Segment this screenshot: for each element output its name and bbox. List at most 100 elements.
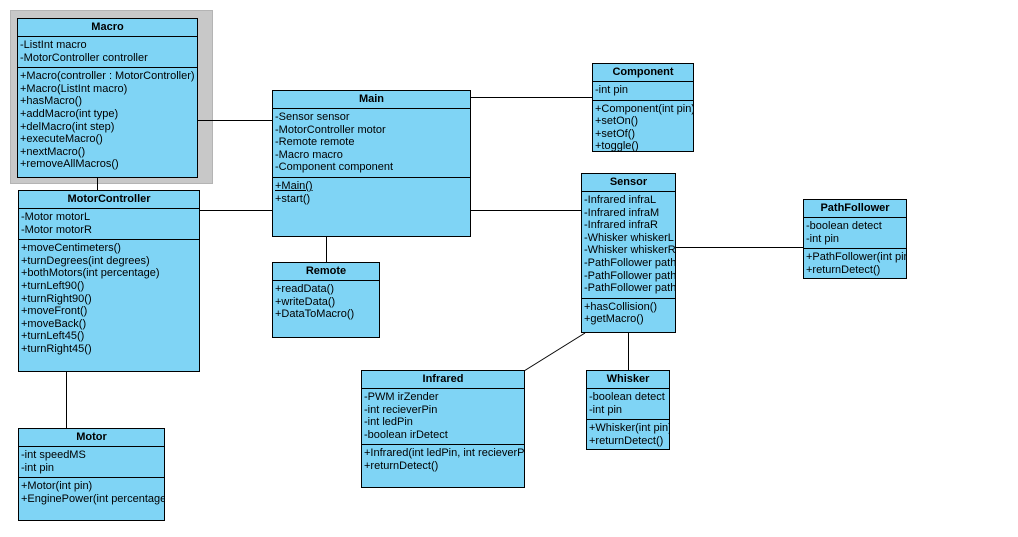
operation-row: +Component(int pin) [595, 102, 693, 115]
attributes-compartment: -int pin [593, 82, 693, 101]
operation-row: +PathFollower(int pin) [806, 251, 906, 264]
operation-row: +Macro(controller : MotorController) [20, 70, 195, 83]
attribute-row: -PathFollower pathL [584, 256, 675, 269]
attribute-row: -int ledPin [364, 416, 413, 429]
connector-main-sensor [471, 210, 581, 211]
attribute-row: -PathFollower pathR [584, 282, 675, 295]
attributes-compartment: -Motor motorL -Motor motorR [19, 209, 199, 241]
uml-class-main[interactable]: Main -Sensor sensor -MotorController mot… [272, 90, 471, 237]
operation-row: +start() [275, 192, 311, 205]
operation-row-static: +Main() [275, 179, 313, 192]
class-title: Main [273, 91, 470, 109]
operation-row: +moveCentimeters() [21, 242, 121, 255]
attribute-row: -Motor motorR [21, 223, 92, 236]
operation-row: +hasCollision() [584, 300, 658, 313]
attributes-compartment: -boolean detect -int pin [804, 218, 906, 250]
attribute-row: -Infrared infraR [584, 219, 658, 232]
operation-row: +turnLeft45() [21, 330, 85, 343]
operation-row: +DataToMacro() [275, 308, 355, 321]
attribute-row: -Infrared infraM [584, 206, 660, 219]
class-title: MotorController [19, 191, 199, 209]
operation-row: +turnRight45() [21, 342, 92, 355]
connector-main-component [471, 97, 592, 98]
attribute-row: -Sensor sensor [275, 111, 350, 123]
operation-row: +hasMacro() [20, 95, 83, 108]
uml-class-sensor[interactable]: Sensor -Infrared infraL -Infrared infraM… [581, 173, 676, 333]
attribute-row: -boolean detect [589, 391, 665, 403]
attribute-row: -Component component [275, 161, 394, 174]
attributes-compartment: -boolean detect -int pin [587, 389, 669, 421]
operations-compartment: +moveCentimeters() +turnDegrees(int degr… [19, 240, 199, 358]
operation-row: +Macro(ListInt macro) [20, 82, 128, 95]
attribute-row: -int speedMS [21, 449, 86, 461]
connector-sensor-whisker [628, 333, 629, 371]
attribute-row: -ListInt macro [20, 39, 87, 51]
operation-row: +returnDetect() [589, 434, 664, 447]
operation-row: +bothMotors(int percentage) [21, 267, 160, 280]
operation-row: +getMacro() [584, 313, 644, 326]
uml-class-component[interactable]: Component -int pin +Component(int pin) +… [592, 63, 694, 152]
operation-row: +turnLeft90() [21, 279, 85, 292]
attribute-row: -Whisker whiskerL [584, 231, 674, 244]
connector-macro-motorcontroller [97, 178, 98, 191]
operations-compartment: +readData() +writeData() +DataToMacro() [273, 281, 379, 324]
connector-sensor-infrared [523, 332, 586, 372]
attribute-row: -Motor motorL [21, 211, 91, 223]
connector-sensor-pathfollower [676, 247, 803, 248]
attribute-row: -Remote remote [275, 136, 355, 149]
operations-compartment: +hasCollision() +getMacro() [582, 299, 675, 329]
uml-class-pathfollower[interactable]: PathFollower -boolean detect -int pin +P… [803, 199, 907, 279]
operations-compartment: +Main() +start() [273, 178, 470, 208]
attributes-compartment: -ListInt macro -MotorController controll… [18, 37, 197, 69]
attributes-compartment: -int speedMS -int pin [19, 447, 164, 479]
attribute-row: -int pin [589, 403, 623, 416]
operation-row: +delMacro(int step) [20, 120, 115, 133]
class-title: Infrared [362, 371, 524, 389]
operations-compartment: +Infrared(int ledPin, int recieverPin) +… [362, 445, 524, 475]
operation-row: +toggle() [595, 140, 639, 153]
attributes-compartment: -Sensor sensor -MotorController motor -R… [273, 109, 470, 178]
operation-row: +removeAllMacros() [20, 158, 119, 171]
operation-row: +EnginePower(int percentage) [21, 492, 164, 505]
operations-compartment: +Macro(controller : MotorController) +Ma… [18, 68, 197, 174]
connector-macro-main [198, 120, 272, 121]
operation-row: +returnDetect() [364, 459, 439, 472]
class-title: PathFollower [804, 200, 906, 218]
attribute-row: -int recieverPin [364, 403, 438, 416]
attribute-row: -MotorController motor [275, 123, 386, 136]
attribute-row: -PathFollower pathM [584, 269, 675, 282]
operations-compartment: +Motor(int pin) +EnginePower(int percent… [19, 478, 164, 508]
attribute-row: -int pin [21, 461, 55, 474]
operation-row: +setOn() [595, 115, 639, 128]
uml-class-remote[interactable]: Remote +readData() +writeData() +DataToM… [272, 262, 380, 338]
attribute-row: -MotorController controller [20, 51, 148, 64]
operation-row: +Whisker(int pin) [589, 422, 669, 435]
attribute-row: -int pin [595, 84, 629, 96]
operation-row: +readData() [275, 283, 335, 295]
operation-row: +setOf() [595, 127, 636, 140]
class-title: Component [593, 64, 693, 82]
uml-class-whisker[interactable]: Whisker -boolean detect -int pin +Whiske… [586, 370, 670, 450]
operation-row: +moveBack() [21, 317, 87, 330]
uml-class-infrared[interactable]: Infrared -PWM irZender -int recieverPin … [361, 370, 525, 488]
connector-motorcontroller-main [200, 210, 272, 211]
operations-compartment: +Component(int pin) +setOn() +setOf() +t… [593, 101, 693, 156]
operation-row: +executeMacro() [20, 133, 103, 146]
uml-class-motor[interactable]: Motor -int speedMS -int pin +Motor(int p… [18, 428, 165, 521]
operation-row: +moveFront() [21, 305, 88, 318]
uml-class-macro[interactable]: Macro -ListInt macro -MotorController co… [17, 18, 198, 178]
class-title: Macro [18, 19, 197, 37]
uml-class-motorcontroller[interactable]: MotorController -Motor motorL -Motor mot… [18, 190, 200, 372]
attributes-compartment: -Infrared infraL -Infrared infraM -Infra… [582, 192, 675, 299]
operation-row: +Motor(int pin) [21, 480, 93, 493]
class-title: Remote [273, 263, 379, 281]
operation-row: +nextMacro() [20, 145, 86, 158]
attribute-row: -boolean detect [806, 220, 882, 232]
attribute-row: -PWM irZender [364, 391, 439, 403]
class-title: Sensor [582, 174, 675, 192]
operation-row: +turnRight90() [21, 292, 92, 305]
operation-row: +writeData() [275, 295, 336, 308]
operation-row: +returnDetect() [806, 263, 881, 276]
operation-row: +addMacro(int type) [20, 107, 119, 120]
